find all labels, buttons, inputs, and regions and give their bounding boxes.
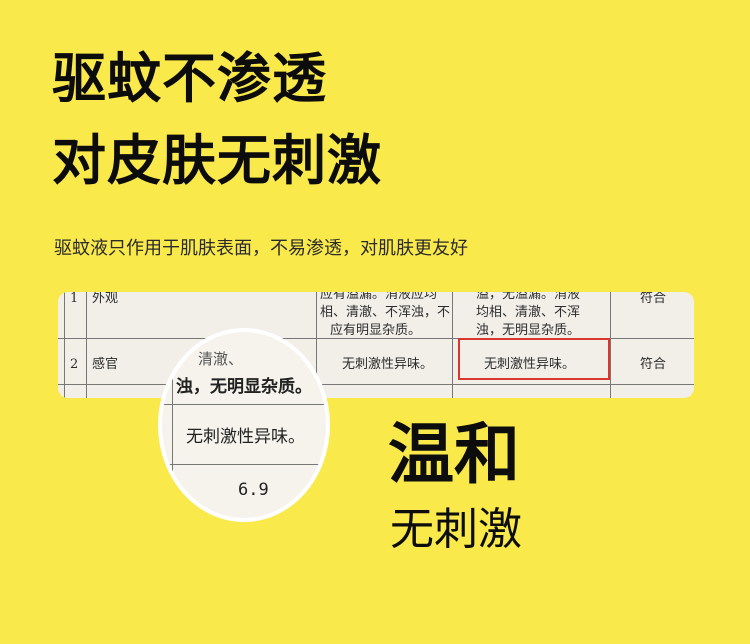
table-grid-line bbox=[86, 292, 87, 398]
table-grid-line bbox=[58, 384, 694, 385]
magnified-text-fragment: 清澈、 bbox=[198, 350, 244, 368]
row-2-index: 2 bbox=[70, 357, 79, 372]
row-2-item: 感官 bbox=[92, 357, 119, 372]
row-1-standard-line: 应有明显杂质。 bbox=[330, 323, 422, 338]
row-1-standard-line: 应有溢漏。消液应均 bbox=[320, 292, 438, 302]
row-1-result-line: 浊，无明显杂质。 bbox=[476, 323, 581, 338]
subtitle: 驱蚊液只作用于肌肤表面，不易渗透，对肌肤更友好 bbox=[54, 238, 468, 259]
row-2-standard: 无刺激性异味。 bbox=[342, 357, 434, 372]
table-grid-line bbox=[452, 292, 453, 398]
highlight-box bbox=[458, 338, 610, 380]
row-1-verdict: 符合 bbox=[640, 292, 667, 306]
magnified-grid-line bbox=[162, 404, 326, 405]
headline-line-1: 驱蚊不渗透 bbox=[52, 47, 327, 110]
feature-title: 温和 bbox=[388, 416, 520, 493]
row-1-result-line: 均相、清澈、不浑 bbox=[476, 305, 581, 320]
test-report-excerpt: 1 外观 应有溢漏。消液应均 相、清澈、不浑浊，不 应有明显杂质。 溢，无溢漏。… bbox=[58, 292, 694, 398]
table-grid-line bbox=[64, 292, 65, 398]
table-grid-line bbox=[58, 338, 694, 339]
row-2-verdict: 符合 bbox=[640, 357, 667, 372]
magnified-text: 浊，无明显杂质。 bbox=[176, 377, 312, 397]
row-1-item: 外观 bbox=[92, 292, 119, 306]
table-grid-line bbox=[316, 292, 317, 398]
magnified-value: 6.9 bbox=[238, 480, 269, 500]
headline-line-2: 对皮肤无刺激 bbox=[52, 129, 382, 192]
magnified-grid-line bbox=[162, 464, 326, 465]
magnifier-lens: 清澈、 浊，无明显杂质。 无刺激性异味。 6.9 bbox=[158, 328, 330, 522]
table-grid-line bbox=[610, 292, 611, 398]
row-2-result: 无刺激性异味。 bbox=[484, 357, 576, 372]
feature-subtitle: 无刺激 bbox=[390, 504, 522, 555]
row-1-standard-line: 相、清澈、不浑浊，不 bbox=[320, 305, 451, 320]
magnified-grid-line bbox=[172, 332, 173, 518]
magnified-text: 无刺激性异味。 bbox=[186, 427, 305, 447]
row-1-result-line: 溢，无溢漏。消液 bbox=[476, 292, 581, 302]
row-1-index: 1 bbox=[70, 292, 79, 306]
